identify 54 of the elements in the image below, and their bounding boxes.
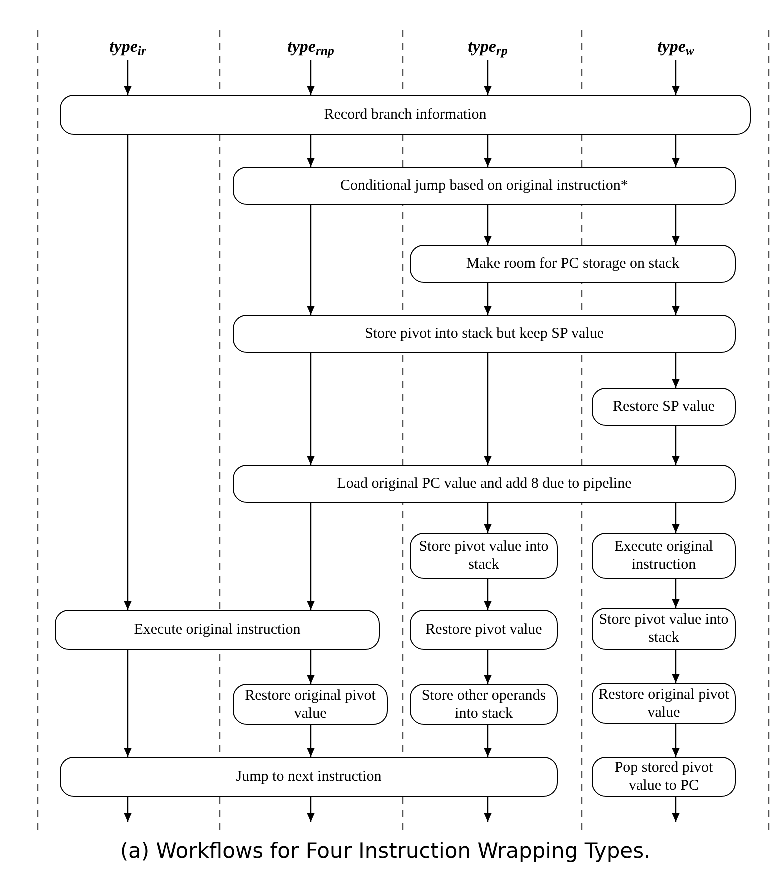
process-box: Store pivot value into stack — [410, 533, 558, 579]
process-box: Execute original instruction — [592, 533, 736, 579]
arrow — [307, 353, 315, 465]
arrow — [307, 725, 315, 757]
arrow — [672, 579, 680, 608]
process-box: Store pivot into stack but keep SP value — [233, 315, 736, 353]
process-box: Load original PC value and add 8 due to pipeline — [233, 465, 736, 503]
process-box: Conditional jump based on original instruction* — [233, 167, 736, 205]
process-box: Pop stored pivot value to PC — [592, 757, 736, 797]
arrow — [672, 205, 680, 245]
arrow — [672, 283, 680, 315]
arrow — [124, 135, 132, 610]
lane-header: type$_{ir}$ — [68, 34, 188, 60]
arrow — [672, 135, 680, 167]
arrow — [672, 426, 680, 465]
arrow — [672, 60, 680, 95]
arrow — [672, 650, 680, 683]
process-box: Execute original instruction — [55, 610, 380, 650]
arrow — [672, 724, 680, 757]
process-box: Restore pivot value — [410, 610, 558, 650]
arrow — [307, 650, 315, 684]
arrow — [307, 503, 315, 610]
process-box: Jump to next instruction — [60, 757, 558, 797]
arrow — [307, 205, 315, 315]
arrow — [672, 797, 680, 822]
arrow — [124, 797, 132, 822]
arrow — [672, 353, 680, 388]
arrow — [307, 60, 315, 95]
process-box: Restore original pivot value — [233, 684, 388, 725]
arrow — [124, 650, 132, 757]
caption: (a) Workflows for Four Instruction Wrapping Types. — [119, 838, 652, 865]
arrow — [484, 60, 492, 95]
arrow — [307, 797, 315, 822]
arrow — [484, 725, 492, 757]
process-box: Store pivot value into stack — [592, 608, 736, 650]
arrow — [484, 650, 492, 684]
arrow — [484, 353, 492, 465]
arrow — [124, 60, 132, 95]
arrow — [672, 503, 680, 533]
process-box: Store other operands into stack — [410, 684, 558, 725]
arrow — [484, 797, 492, 822]
arrow — [484, 503, 492, 533]
process-box: Restore SP value — [592, 388, 736, 426]
arrow — [484, 135, 492, 167]
process-box: Make room for PC storage on stack — [410, 245, 736, 283]
process-box: Record branch information — [60, 95, 751, 135]
arrow — [484, 283, 492, 315]
lane-header: type$_{rp}$ — [428, 34, 548, 60]
arrow — [484, 205, 492, 245]
lane-header: type$_{w}$ — [616, 34, 736, 60]
lane-header: type$_{rnp}$ — [251, 34, 371, 60]
arrow — [307, 135, 315, 167]
arrow — [484, 579, 492, 610]
process-box: Restore original pivot value — [592, 683, 736, 724]
